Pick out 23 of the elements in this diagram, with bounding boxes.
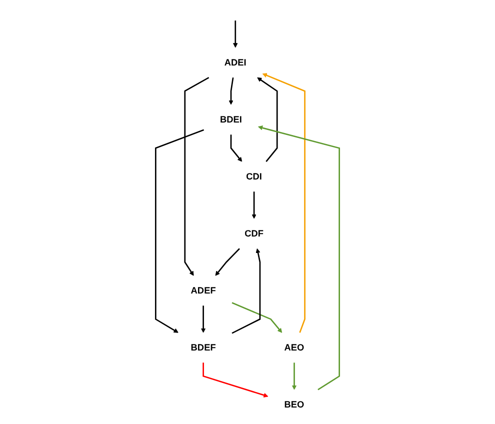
arrow — [252, 192, 256, 219]
arrow — [230, 134, 242, 162]
arrow — [232, 248, 261, 334]
arrow — [200, 306, 206, 333]
arrow — [228, 77, 234, 105]
arrow — [232, 302, 282, 333]
arrow — [257, 77, 278, 162]
arrow — [262, 73, 306, 333]
arrow — [154, 129, 204, 333]
arrow — [233, 20, 238, 48]
arrow — [215, 248, 240, 276]
arrow — [258, 126, 340, 390]
node-text: BDEF — [190, 342, 216, 353]
node-text: BEO — [284, 399, 304, 410]
node-text: CDF — [244, 228, 264, 239]
node-text: AEO — [284, 342, 304, 353]
node-text: CDI — [246, 171, 262, 182]
arrow — [184, 76, 210, 276]
node-text: ADEI — [224, 57, 246, 68]
node-text: BDEI — [220, 114, 242, 125]
arrow — [202, 362, 268, 398]
node-text: ADEF — [190, 285, 216, 296]
arrow — [292, 362, 297, 390]
